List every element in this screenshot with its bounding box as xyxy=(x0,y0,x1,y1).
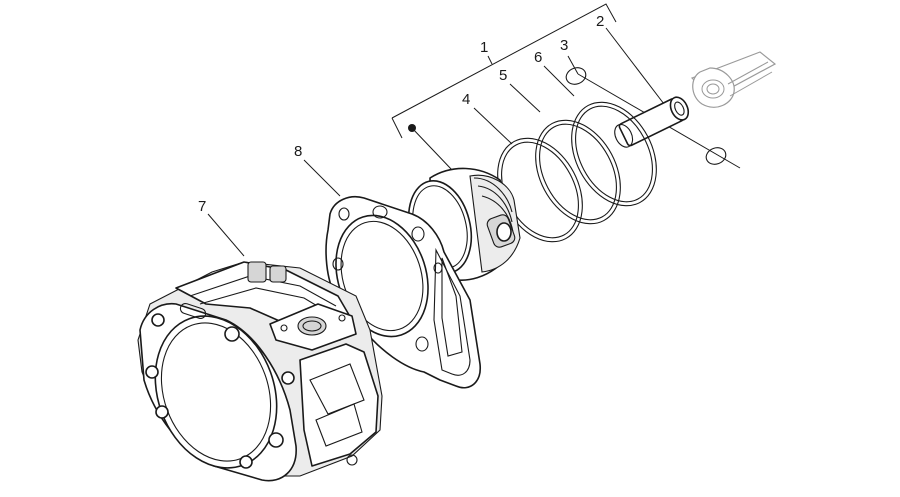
callout-3: 3 xyxy=(560,37,568,54)
piston xyxy=(407,167,521,281)
piston-ring-5 xyxy=(535,119,621,225)
cylinder-barrel xyxy=(137,261,383,482)
callout-1: 1 xyxy=(480,39,488,56)
circlip-top xyxy=(565,67,587,85)
callout-7: 7 xyxy=(198,198,206,215)
connecting-rod-reference xyxy=(690,51,777,108)
leader-lines xyxy=(207,3,741,257)
piston-pin xyxy=(614,96,690,148)
piston-ring-6 xyxy=(571,101,657,207)
callout-4: 4 xyxy=(462,91,470,108)
callout-8: 8 xyxy=(294,143,302,160)
circlip-bottom xyxy=(705,147,727,165)
callout-6: 6 xyxy=(534,49,542,66)
callout-2: 2 xyxy=(596,13,604,30)
kit-bullet-marker xyxy=(408,124,416,132)
callout-5: 5 xyxy=(499,67,507,84)
